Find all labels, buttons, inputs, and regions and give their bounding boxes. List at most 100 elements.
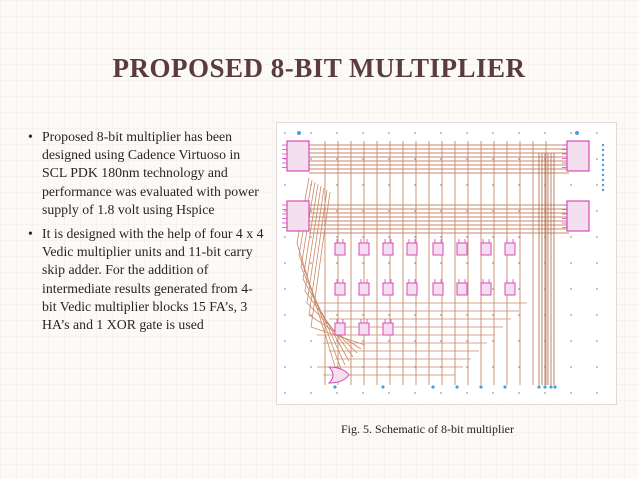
- vedic-multiplier-block: [286, 200, 310, 232]
- grid-dot: [336, 184, 338, 186]
- grid-dot: [388, 132, 390, 134]
- route-wire: [306, 187, 358, 354]
- grid-dot: [466, 236, 468, 238]
- bullet-marker: •: [28, 226, 33, 242]
- full-adder-cell: [406, 282, 418, 296]
- vedic-multiplier-block: [286, 140, 310, 172]
- io-pin: [601, 168, 605, 172]
- grid-dot: [596, 262, 598, 264]
- io-pin: [543, 385, 547, 389]
- grid-dot: [414, 340, 416, 342]
- grid-dot: [362, 392, 364, 394]
- grid-dot: [570, 392, 572, 394]
- grid-dot: [362, 132, 364, 134]
- grid-dot: [310, 262, 312, 264]
- io-pin: [479, 385, 483, 389]
- grid-dot: [440, 158, 442, 160]
- io-pin: [553, 385, 557, 389]
- io-pin: [601, 158, 605, 162]
- grid-dot: [310, 366, 312, 368]
- full-adder-cell: [334, 282, 346, 296]
- full-adder-cell: [382, 282, 394, 296]
- full-adder-cell: [504, 282, 516, 296]
- full-adder-cell: [382, 322, 394, 336]
- grid-dot: [466, 314, 468, 316]
- grid-dot: [518, 132, 520, 134]
- grid-dot: [518, 236, 520, 238]
- grid-dot: [518, 340, 520, 342]
- grid-dot: [310, 236, 312, 238]
- io-pin: [601, 173, 605, 177]
- bullet-list: • Proposed 8-bit multiplier has been des…: [25, 128, 265, 340]
- full-adder-cell: [480, 242, 492, 256]
- grid-dot: [570, 288, 572, 290]
- io-pin: [333, 385, 337, 389]
- grid-dot: [284, 392, 286, 394]
- grid-dot: [310, 314, 312, 316]
- bullet-item: • Proposed 8-bit multiplier has been des…: [25, 128, 265, 219]
- grid-dot: [596, 132, 598, 134]
- grid-dot: [414, 262, 416, 264]
- full-adder-cell: [432, 282, 444, 296]
- grid-dot: [310, 132, 312, 134]
- route-wire: [304, 185, 354, 358]
- grid-dot: [362, 210, 364, 212]
- grid-dot: [362, 314, 364, 316]
- grid-dot: [596, 366, 598, 368]
- grid-dot: [492, 158, 494, 160]
- grid-dot: [440, 132, 442, 134]
- grid-dot: [440, 340, 442, 342]
- route-wire: [300, 181, 346, 366]
- grid-dot: [284, 132, 286, 134]
- grid-dot: [336, 210, 338, 212]
- grid-dot: [440, 236, 442, 238]
- grid-dot: [388, 158, 390, 160]
- grid-dot: [518, 184, 520, 186]
- grid-dot: [492, 184, 494, 186]
- grid-dot: [570, 340, 572, 342]
- grid-dot: [284, 184, 286, 186]
- grid-dot: [570, 184, 572, 186]
- grid-dot: [362, 184, 364, 186]
- grid-dot: [596, 392, 598, 394]
- full-adder-cell: [358, 242, 370, 256]
- grid-dot: [492, 392, 494, 394]
- io-pin: [601, 143, 605, 147]
- io-pin: [601, 183, 605, 187]
- full-adder-cell: [456, 242, 468, 256]
- grid-dot: [284, 236, 286, 238]
- full-adder-cell: [358, 282, 370, 296]
- io-pin: [297, 131, 301, 135]
- vedic-multiplier-block: [566, 200, 590, 232]
- grid-dot: [414, 210, 416, 212]
- io-pin: [537, 385, 541, 389]
- grid-dot: [518, 366, 520, 368]
- grid-dot: [362, 158, 364, 160]
- grid-dot: [440, 184, 442, 186]
- grid-dot: [362, 340, 364, 342]
- grid-dot: [518, 210, 520, 212]
- io-pin: [431, 385, 435, 389]
- route-wire: [296, 177, 338, 374]
- grid-dot: [518, 314, 520, 316]
- grid-dot: [570, 366, 572, 368]
- grid-dot: [336, 262, 338, 264]
- grid-dot: [492, 314, 494, 316]
- grid-dot: [466, 392, 468, 394]
- grid-dot: [284, 314, 286, 316]
- grid-dot: [310, 340, 312, 342]
- grid-dot: [388, 184, 390, 186]
- io-pin: [601, 188, 605, 192]
- grid-dot: [440, 262, 442, 264]
- grid-dot: [570, 132, 572, 134]
- route-wire: [310, 191, 366, 346]
- io-pin: [601, 153, 605, 157]
- grid-dot: [518, 288, 520, 290]
- xor-gate: [327, 366, 350, 384]
- grid-dot: [284, 262, 286, 264]
- grid-dot: [414, 392, 416, 394]
- full-adder-cell: [406, 242, 418, 256]
- full-adder-cell: [432, 242, 444, 256]
- grid-dot: [544, 132, 546, 134]
- grid-dot: [284, 366, 286, 368]
